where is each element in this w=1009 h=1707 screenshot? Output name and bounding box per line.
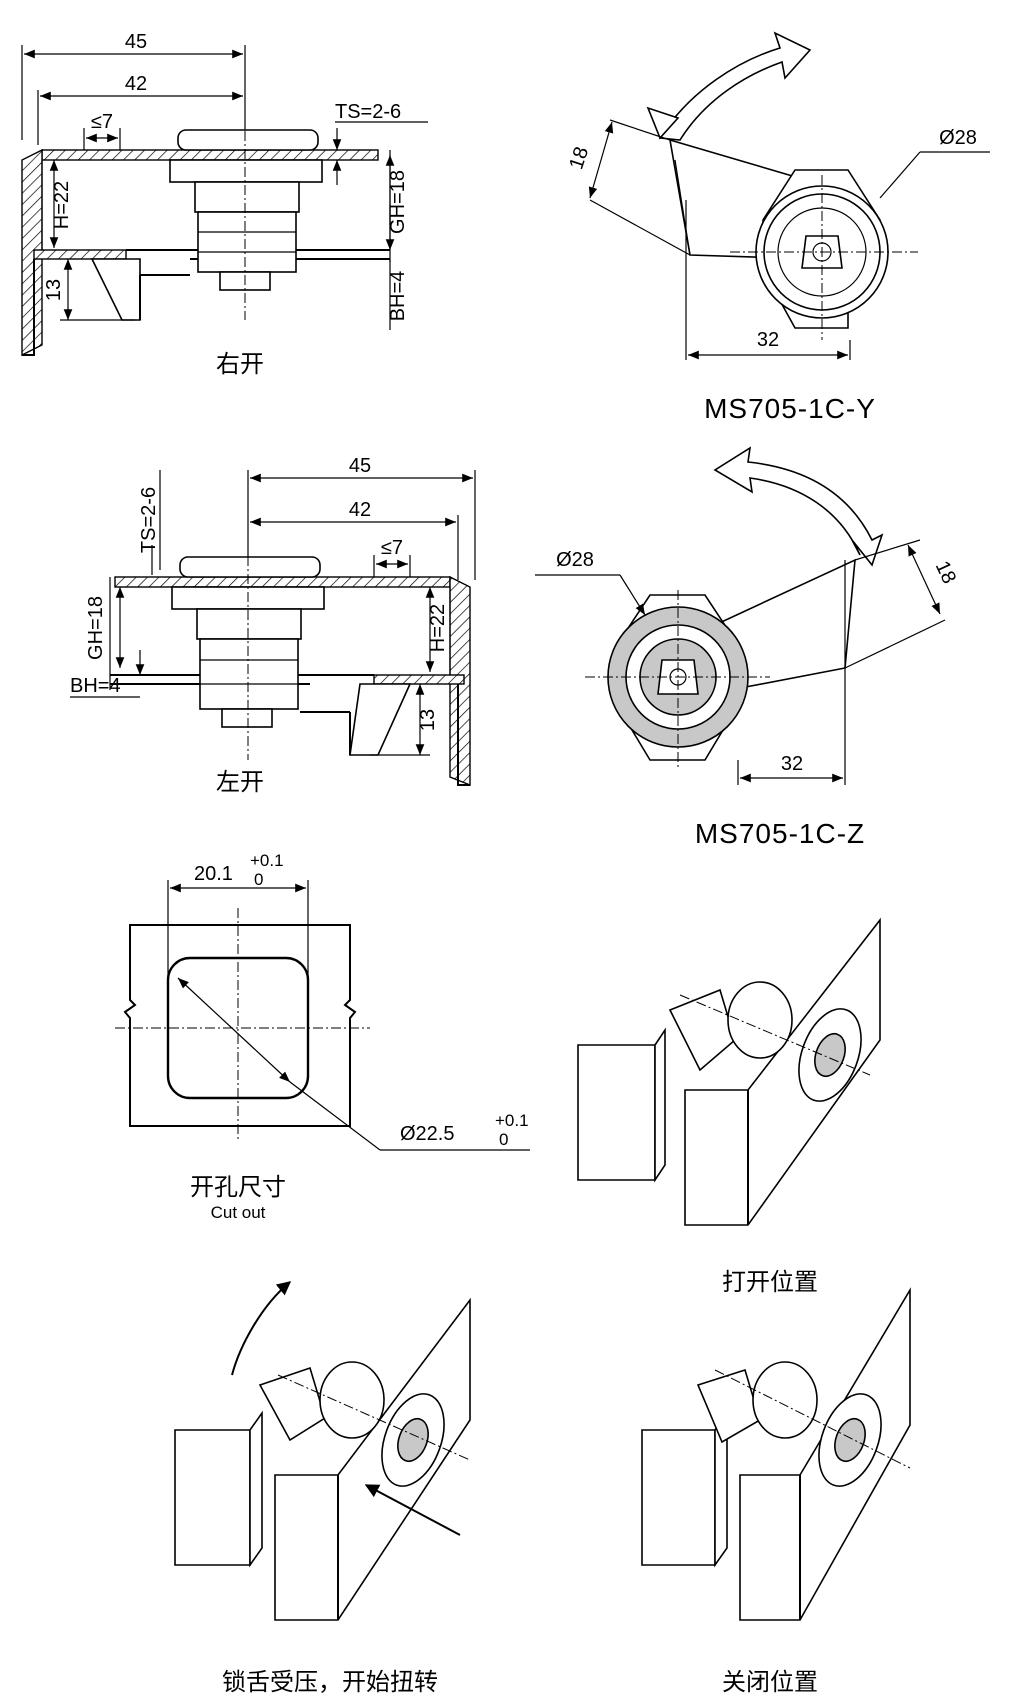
caption-closed-position: 关闭位置 [722, 1669, 818, 1696]
dim-panel-thickness-left: TS=2-6 [138, 487, 160, 553]
cutout-width-tol-upper: +0.1 [250, 851, 284, 870]
turn-arrow-icon [231, 1281, 292, 1376]
right-open-section-view: 45 42 ≤7 TS=2-6 [21, 31, 428, 378]
cutout-dia-tol-upper: +0.1 [495, 1111, 529, 1130]
model-name-y: MS705-1C-Y [704, 393, 876, 424]
dim-overall-width: 45 [125, 31, 147, 53]
model-y-front-view: 18 32 Ø28 MS705-1C-Y [565, 31, 990, 424]
open-position-illustration: 打开位置 [577, 917, 881, 1296]
cutout-view: 20.1 +0.1 0 Ø22.5 +0.1 0 开孔尺寸 Cut out [115, 851, 530, 1222]
rotation-arrow-z-icon [713, 446, 884, 567]
closed-position-illustration: 关闭位置 [641, 1287, 911, 1696]
cutout-caption-en: Cut out [211, 1203, 266, 1222]
caption-left-open: 左开 [216, 769, 264, 796]
dim-panel-thickness: TS=2-6 [335, 101, 401, 123]
caption-right-open: 右开 [216, 351, 264, 378]
dim-h-left: H=22 [427, 604, 449, 652]
cutout-width-base: 20.1 [194, 863, 233, 885]
dim-bolt-width-left: 42 [349, 499, 371, 521]
dim-bolt-width: 42 [125, 73, 147, 95]
model-z-front-view: 18 32 Ø28 MS705-1C-Z [535, 446, 960, 849]
dim-diameter-z: Ø28 [556, 549, 594, 571]
cutout-dia-base: Ø22.5 [400, 1123, 454, 1145]
dim-tongue-gap-left: ≤7 [381, 537, 403, 559]
cutout-width-tol-lower: 0 [254, 870, 263, 889]
left-open-section-view: 45 42 ≤7 TS=2-6 [70, 455, 476, 796]
caption-pressed-turning: 锁舌受压，开始扭转 [222, 1669, 438, 1696]
model-name-z: MS705-1C-Z [695, 818, 865, 849]
dim-offset: 13 [43, 279, 65, 301]
caption-open-position: 打开位置 [722, 1269, 818, 1296]
dim-h: H=22 [51, 181, 73, 229]
dim-overall-width-left: 45 [349, 455, 371, 477]
dim-bh: BH=4 [387, 271, 409, 322]
push-arrow-icon [364, 1484, 461, 1536]
cutout-caption-cn: 开孔尺寸 [190, 1174, 286, 1201]
dim-diameter: Ø28 [939, 127, 977, 149]
dim-tongue-gap: ≤7 [91, 111, 113, 133]
dim-tongue-height-z: 18 [931, 558, 960, 587]
dim-tongue-height: 18 [565, 144, 593, 172]
cutout-dia-tol-lower: 0 [499, 1130, 508, 1149]
dim-gh: GH=18 [387, 170, 409, 234]
pressed-turning-illustration: 锁舌受压，开始扭转 [174, 1281, 471, 1696]
dim-bh-left: BH=4 [70, 675, 121, 697]
dim-reach-z: 32 [781, 753, 803, 775]
dim-reach: 32 [757, 329, 779, 351]
rotation-arrow-icon [658, 31, 812, 141]
dim-gh-left: GH=18 [85, 596, 107, 660]
dim-offset-left: 13 [417, 709, 439, 731]
